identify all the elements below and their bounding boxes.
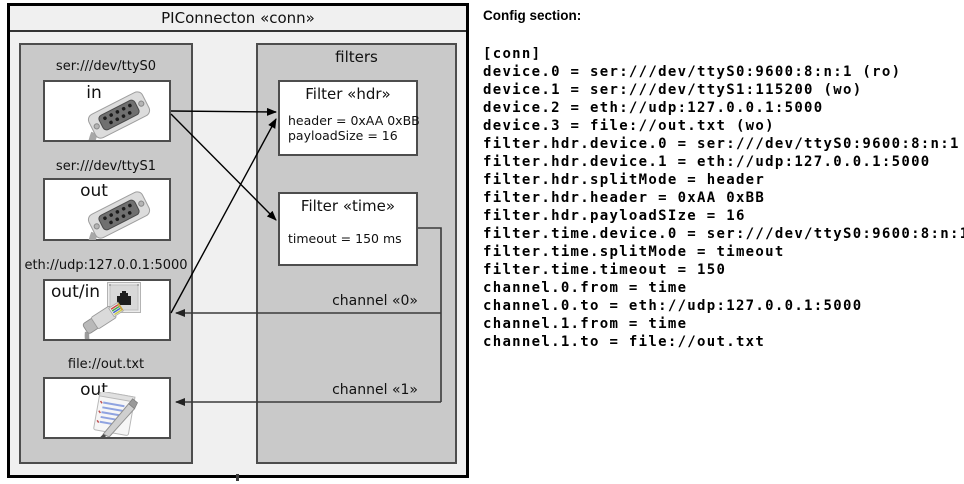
config-line: filter.time.device.0 = ser:///dev/ttyS0:… xyxy=(483,226,964,242)
ethernet-jack-icon xyxy=(107,282,141,313)
device-uri-label: eth://udp:127.0.0.1:5000 xyxy=(24,258,188,273)
device-box-eth: out/in xyxy=(43,279,171,341)
config-line: filter.time.timeout = 150 xyxy=(483,262,727,278)
border-notch xyxy=(236,474,239,481)
config-line: filter.time.splitMode = timeout xyxy=(483,244,785,260)
device-box-ttys0: in xyxy=(43,80,171,142)
config-line: filter.hdr.header = 0xAA 0xBB xyxy=(483,190,766,206)
filters-panel-label: filters xyxy=(335,48,378,66)
filter-prop: payloadSize = 16 xyxy=(288,128,398,143)
config-line: channel.0.to = eth://udp:127.0.0.1:5000 xyxy=(483,298,863,314)
device-role-label: out/in xyxy=(51,282,101,302)
filter-prop: header = 0xAA 0xBB xyxy=(288,113,420,128)
config-line: filter.hdr.payloadSIze = 16 xyxy=(483,208,746,224)
config-line: device.0 = ser:///dev/ttyS0:9600:8:n:1 (… xyxy=(483,64,902,80)
config-block: [conn] device.0 = ser:///dev/ttyS0:9600:… xyxy=(483,45,964,351)
filter-box-hdr: Filter «hdr» header = 0xAA 0xBB payloadS… xyxy=(278,80,420,156)
device-role-label: in xyxy=(86,83,102,103)
config-line: channel.0.from = time xyxy=(483,280,688,296)
config-line: filter.hdr.device.1 = eth://udp:127.0.0.… xyxy=(483,154,931,170)
device-uri-label: file://out.txt xyxy=(67,357,145,372)
config-line: device.2 = eth://udp:127.0.0.1:5000 xyxy=(483,100,824,116)
notepad-pen-icon xyxy=(93,392,138,437)
config-line: channel.1.to = file://out.txt xyxy=(483,334,766,350)
config-line: [conn] xyxy=(483,46,542,62)
device-box-file: out xyxy=(43,377,171,439)
filter-prop: timeout = 150 ms xyxy=(288,231,402,246)
ethernet-plug-icon xyxy=(82,301,124,339)
channel-1-label: channel «1» xyxy=(332,382,418,398)
device-role-label: out xyxy=(80,181,108,201)
serial-connector-icon xyxy=(87,191,151,240)
config-line: filter.hdr.splitMode = header xyxy=(483,172,766,188)
device-uri-label: ser:///dev/ttyS0 xyxy=(55,59,157,74)
serial-connector-icon xyxy=(87,91,151,140)
config-line: device.3 = file://out.txt (wo) xyxy=(483,118,775,134)
device-box-ttys1: out xyxy=(43,178,171,241)
device-uri-label: ser:///dev/ttyS1 xyxy=(55,159,157,174)
connection-title: PIConnecton «conn» xyxy=(10,6,466,32)
filter-title: Filter «hdr» xyxy=(305,85,391,103)
config-line: filter.hdr.device.0 = ser:///dev/ttyS0:9… xyxy=(483,136,960,152)
config-line: device.1 = ser:///dev/ttyS1:115200 (wo) xyxy=(483,82,863,98)
config-heading: Config section: xyxy=(483,8,582,23)
config-line: channel.1.from = time xyxy=(483,316,688,332)
filter-title: Filter «time» xyxy=(300,197,396,215)
filter-box-time: Filter «time» timeout = 150 ms xyxy=(278,192,418,266)
channel-0-label: channel «0» xyxy=(332,293,418,309)
